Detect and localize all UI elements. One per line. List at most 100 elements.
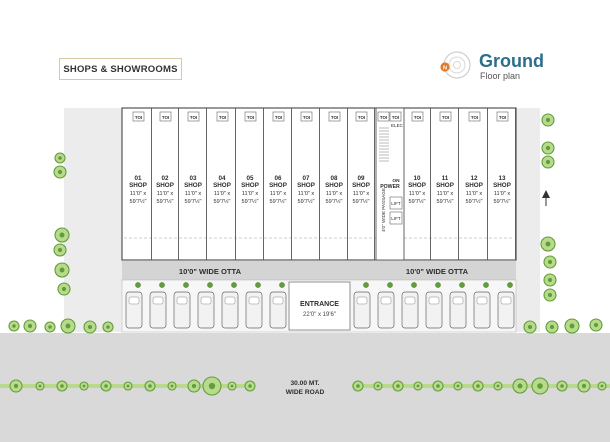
tree-core (60, 384, 64, 388)
planter-shrub (159, 282, 165, 288)
tree-core (148, 384, 152, 388)
shop-number: 08 (330, 175, 338, 182)
entrance-size: 22'0" x 19'6" (303, 312, 336, 318)
car-windshield (248, 296, 260, 305)
planter-shrub (363, 282, 369, 288)
tree-core (496, 384, 500, 388)
toilet-label: TOI (358, 115, 365, 120)
shop-size-line2: 59'7½" (493, 198, 510, 205)
trees (0, 113, 610, 396)
toilet-box (411, 111, 424, 122)
lift-box (389, 211, 403, 225)
entrance-title: ENTRANCE (300, 301, 339, 308)
north-arrow-icon (542, 190, 550, 198)
shop-word: SHOP (269, 182, 287, 189)
entrance-box (288, 281, 351, 331)
shop-size-line2: 59'7½" (436, 198, 453, 205)
shop-size-line2: 59'7½" (325, 198, 342, 205)
tree-core (38, 384, 42, 388)
planter-shrub (255, 282, 261, 288)
tree-core (12, 324, 16, 328)
right-setback (516, 108, 540, 332)
brand-title: Ground (479, 51, 544, 71)
planter-shrub (483, 282, 489, 288)
brand-logo-letter: N (443, 65, 447, 71)
shop-size-line1: 11'0" x (494, 191, 511, 197)
toilet-label: TOI (190, 115, 197, 120)
core-toilet-box (389, 111, 402, 122)
planter-shrub (435, 282, 441, 288)
toilet-label: TOI (499, 115, 506, 120)
shop-size-line1: 11'0" x (298, 191, 315, 197)
car-windshield (128, 296, 140, 305)
shop-size-line2: 59'7½" (156, 198, 173, 205)
shop-size-line2: 59'7½" (269, 198, 286, 205)
car-windshield (200, 296, 212, 305)
shop-size-line1: 11'0" x (437, 191, 454, 197)
shop-number: 11 (442, 175, 449, 182)
on-label: ON (392, 178, 400, 184)
tree-core (208, 382, 216, 390)
tree-core (545, 145, 551, 151)
road-label-line2: WIDE ROAD (286, 389, 325, 396)
toilet-box (468, 111, 481, 122)
tree-core (569, 323, 575, 329)
toilet-label: TOI (331, 115, 338, 120)
core-toilet-label: TOI (392, 115, 399, 120)
shop-number: 04 (218, 175, 226, 182)
toilet-label: TOI (275, 115, 282, 120)
core-outline (375, 107, 405, 261)
toilet-box (439, 111, 452, 122)
toilet-box (300, 111, 313, 122)
shop-number: 09 (357, 175, 365, 182)
planter-shrub (279, 282, 285, 288)
car-windshield (452, 296, 464, 305)
car-windshield (224, 296, 236, 305)
shop-size-line2: 59'7½" (352, 198, 369, 205)
elec-label: ELEC (391, 123, 404, 128)
tree-core (537, 383, 543, 389)
shop-number: 12 (470, 175, 478, 182)
toilet-label: TOI (442, 115, 449, 120)
shop-size-line2: 59'7½" (241, 198, 258, 205)
car-windshield (476, 296, 488, 305)
tree-core (376, 384, 380, 388)
shop-word: SHOP (465, 182, 483, 189)
toilet-box (159, 111, 172, 122)
car-windshield (428, 296, 440, 305)
tree-core (517, 383, 523, 389)
toilet-label: TOI (303, 115, 310, 120)
otta-band (122, 261, 516, 280)
tree-core (58, 156, 62, 160)
toilet-box (244, 111, 257, 122)
building-outline (121, 107, 517, 261)
tree-core (57, 169, 63, 175)
tree-core (545, 241, 551, 247)
car-windshield (356, 296, 368, 305)
shop-word: SHOP (436, 182, 454, 189)
tree-core (600, 384, 604, 388)
planter-shrub (183, 282, 189, 288)
parking-bays (125, 282, 515, 329)
shop-size-line2: 59'7½" (408, 198, 425, 205)
tree-core (61, 286, 67, 292)
toilet-box (187, 111, 200, 122)
shop-size-line1: 11'0" x (409, 191, 426, 197)
shop-word: SHOP (297, 182, 315, 189)
shop-word: SHOP (213, 182, 231, 189)
shop-word: SHOP (156, 182, 174, 189)
car-windshield (404, 296, 416, 305)
toilet-label: TOI (414, 115, 421, 120)
tree-core (82, 384, 86, 388)
lift-box (389, 196, 403, 210)
toilet-box (216, 111, 229, 122)
toilet-box (355, 111, 368, 122)
shop-size-line2: 59'7½" (184, 198, 201, 205)
